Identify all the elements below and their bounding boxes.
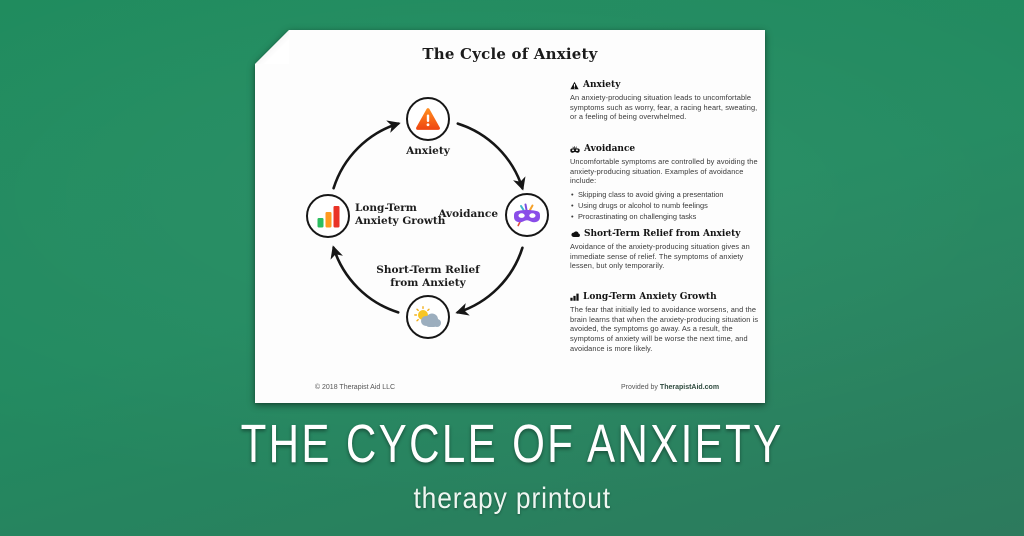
mask-icon bbox=[570, 145, 580, 153]
warning-triangle-icon bbox=[416, 108, 440, 130]
bar-chart-icon bbox=[570, 293, 579, 301]
section-short-term-relief-body: Avoidance of the anxiety-producing situa… bbox=[570, 242, 750, 271]
arc-growth-to-anxiety bbox=[332, 120, 401, 190]
cycle-node-short-term-relief bbox=[406, 295, 450, 339]
section-anxiety: Anxiety An anxiety-producing situation l… bbox=[570, 80, 763, 122]
section-avoidance-body: Uncomfortable symptoms are controlled by… bbox=[570, 157, 758, 186]
cycle-node-avoidance bbox=[505, 193, 549, 237]
bar-chart-icon bbox=[317, 206, 339, 228]
section-short-term-relief-heading: Short-Term Relief from Anxiety bbox=[570, 229, 763, 239]
cycle-node-anxiety bbox=[406, 97, 450, 141]
section-long-term-growth-heading: Long-Term Anxiety Growth bbox=[570, 292, 763, 302]
sun-cloud-icon bbox=[414, 305, 441, 327]
banner-subtitle: therapy printout bbox=[413, 482, 611, 515]
cycle-label-long-term-growth: Long-Term Anxiety Growth bbox=[355, 202, 446, 227]
promo-banner: THE CYCLE OF ANXIETY therapy printout bbox=[0, 413, 1024, 516]
list-item: Skipping class to avoid giving a present… bbox=[570, 190, 763, 200]
cycle-label-short-term-relief: Short-Term Relief from Anxiety bbox=[376, 264, 480, 289]
cycle-arrows bbox=[330, 120, 526, 316]
worksheet-title: The Cycle of Anxiety bbox=[422, 45, 598, 63]
arc-relief-to-growth bbox=[330, 245, 400, 314]
section-long-term-growth-body: The fear that initially led to avoidance… bbox=[570, 305, 759, 353]
arc-anxiety-to-avoidance bbox=[456, 122, 526, 191]
cycle-label-anxiety: Anxiety bbox=[406, 145, 450, 157]
worksheet-page: The Cycle of Anxiety bbox=[255, 30, 765, 403]
arc-avoidance-to-relief bbox=[455, 246, 524, 316]
cloud-icon bbox=[571, 231, 580, 237]
cycle-label-avoidance: Avoidance bbox=[438, 208, 498, 220]
cycle-node-long-term-growth bbox=[306, 194, 350, 238]
section-short-term-relief: Short-Term Relief from Anxiety Avoidance… bbox=[570, 229, 763, 271]
avoidance-examples-list: Skipping class to avoid giving a present… bbox=[570, 190, 763, 222]
section-avoidance-heading: Avoidance bbox=[570, 144, 763, 154]
warning-triangle-icon bbox=[570, 81, 579, 89]
list-item: Procrastinating on challenging tasks bbox=[570, 212, 763, 222]
section-anxiety-body: An anxiety-producing situation leads to … bbox=[570, 93, 758, 122]
worksheet-paper-wrapper: The Cycle of Anxiety bbox=[255, 30, 765, 403]
section-avoidance: Avoidance Uncomfortable symptoms are con… bbox=[570, 144, 763, 222]
mask-icon bbox=[514, 203, 540, 227]
banner-title: THE CYCLE OF ANXIETY bbox=[240, 414, 784, 474]
copyright-text: © 2018 Therapist Aid LLC bbox=[314, 384, 396, 391]
list-item: Using drugs or alcohol to numb feelings bbox=[570, 201, 763, 211]
section-long-term-growth: Long-Term Anxiety Growth The fear that i… bbox=[570, 292, 763, 354]
section-anxiety-heading: Anxiety bbox=[570, 80, 763, 90]
provider-name: TherapistAid.com bbox=[659, 384, 720, 391]
